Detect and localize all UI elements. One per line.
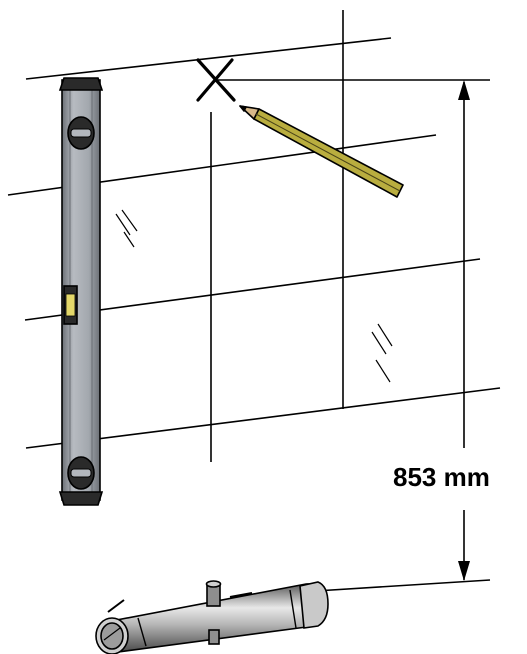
- valve-end-cap-right: [299, 581, 329, 629]
- pencil-icon: [239, 105, 404, 198]
- tile-gloss-mark: [121, 209, 138, 232]
- valve-side-pin: [229, 592, 253, 598]
- dimension-label: 853 mm: [393, 462, 490, 492]
- thermostatic-valve-icon: [95, 580, 329, 654]
- dimension-line: [214, 79, 491, 593]
- tile-gloss-mark: [375, 359, 391, 383]
- pencil-lead: [239, 105, 247, 112]
- tile-line-h3: [24, 258, 481, 321]
- tile-gloss-mark: [115, 213, 131, 236]
- tile-gloss-mark: [377, 323, 393, 347]
- spirit-level-end-cap-bottom: [58, 491, 104, 506]
- valve-pipe-stub: [107, 599, 125, 613]
- spirit-level-end-cap-top: [58, 77, 104, 91]
- tile-line-h1: [25, 37, 392, 80]
- tile-gloss-mark: [123, 231, 135, 248]
- valve-band: [137, 617, 147, 647]
- spirit-level-icon: [58, 77, 104, 506]
- dimension-extension-bottom: [299, 579, 491, 593]
- dimension-arrow-up: [458, 80, 470, 100]
- dimension-arrow-down: [458, 561, 470, 581]
- valve-knob-face: [100, 622, 124, 650]
- valve-band: [289, 589, 297, 629]
- x-mark-icon: [196, 58, 236, 102]
- tile-line-h4: [25, 387, 501, 449]
- valve-bottom-knob: [208, 629, 220, 645]
- pencil-facet: [255, 113, 401, 192]
- tile-gloss-mark: [371, 331, 387, 355]
